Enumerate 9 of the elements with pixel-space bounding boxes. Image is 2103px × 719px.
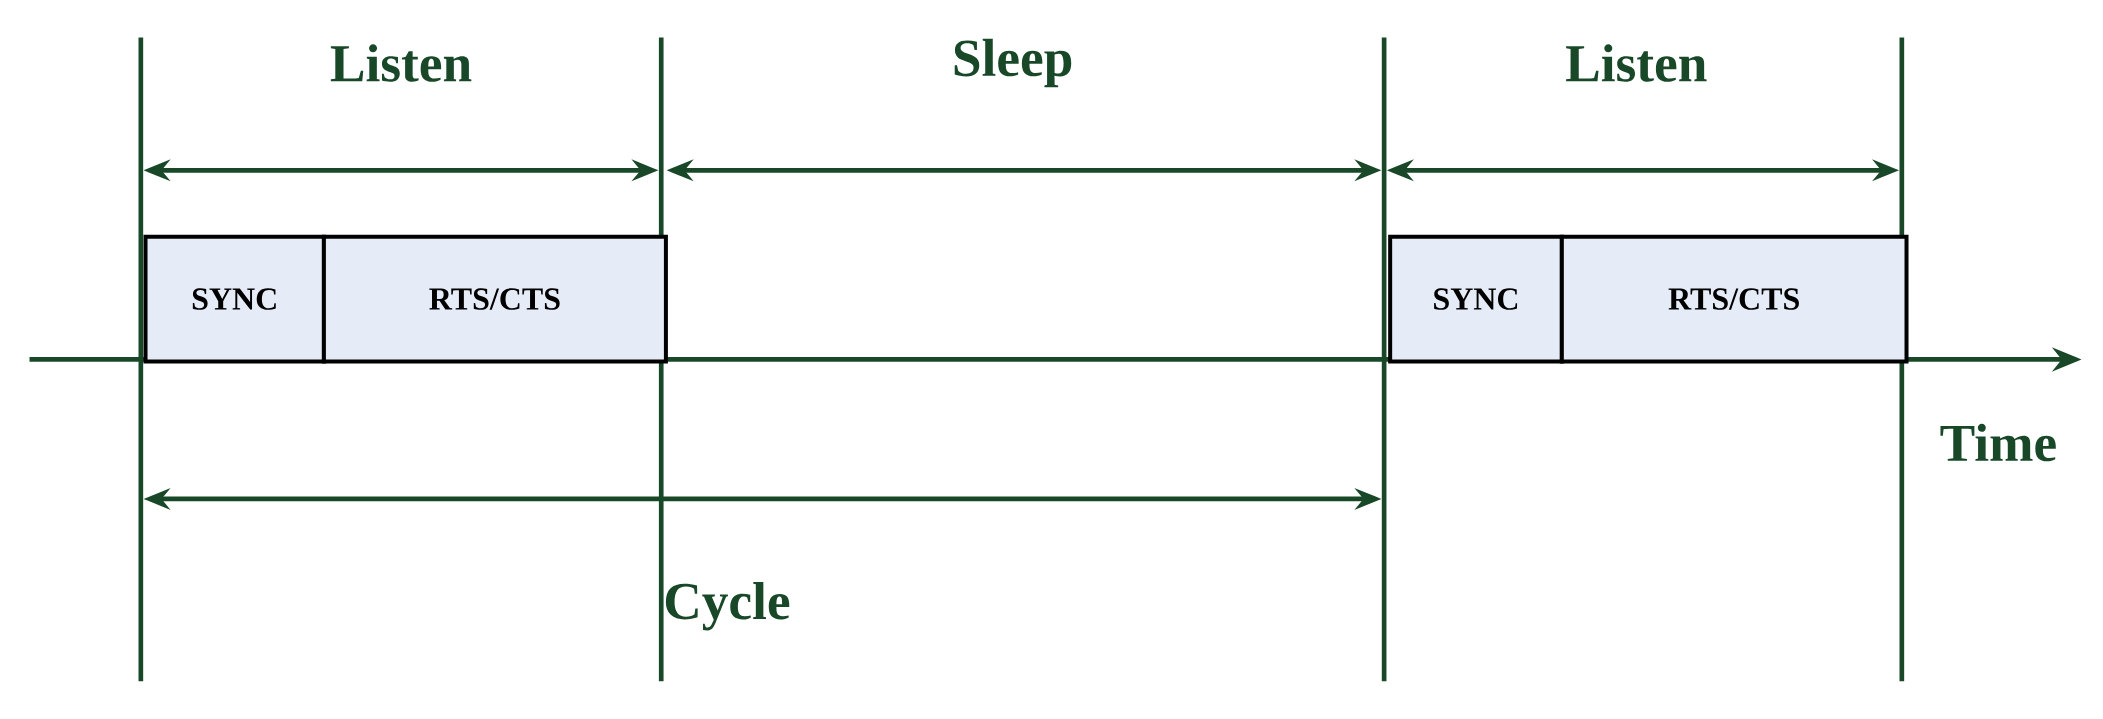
frame-box: RTS/CTS [1559,234,1909,364]
frame-box: SYNC [143,234,326,364]
span-label: Cycle [665,582,790,631]
span-label: Listen [330,44,472,82]
span-label: Sleep [954,38,1072,88]
frame-box: RTS/CTS [321,234,668,364]
frame-box: SYNC [1388,234,1564,364]
span-label: Time [1940,423,2056,462]
span-label: Listen [1566,44,1707,82]
